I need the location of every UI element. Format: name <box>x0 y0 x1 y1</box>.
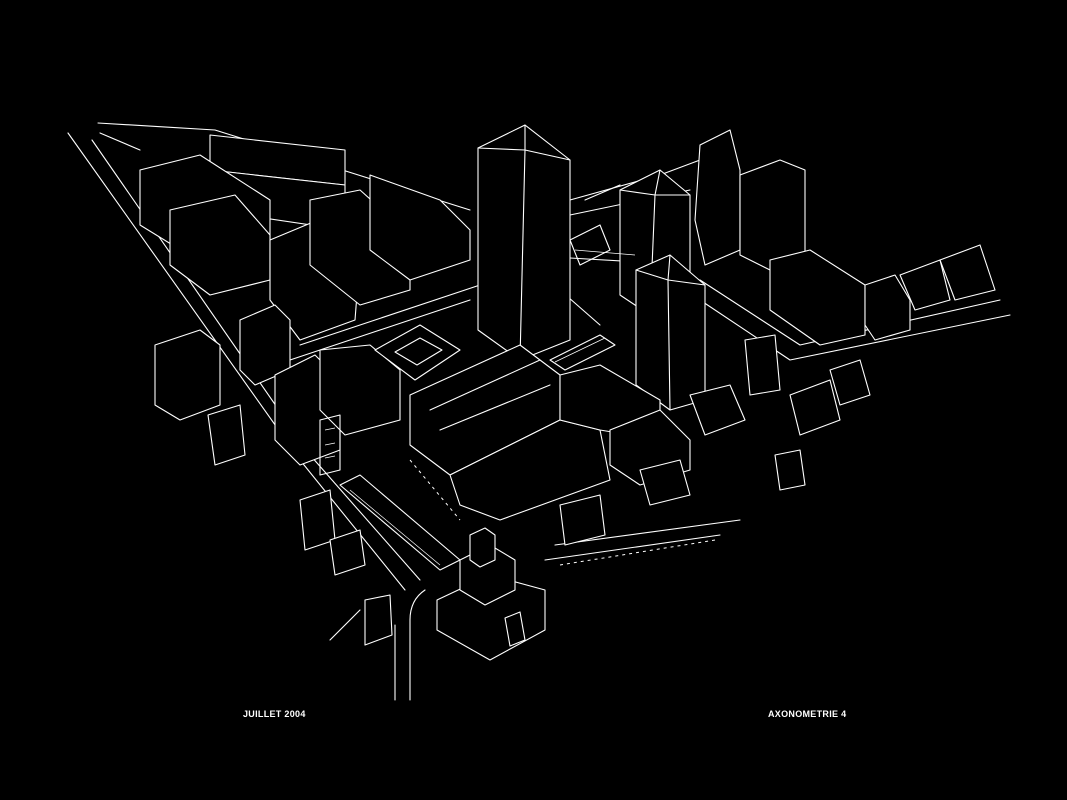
south-block <box>436 527 546 661</box>
bridge-structures <box>569 184 636 266</box>
courtyard-building <box>374 324 461 381</box>
platforms <box>319 334 616 571</box>
east-blocks <box>559 129 996 546</box>
west-blocks <box>139 134 471 646</box>
date-caption: JUILLET 2004 <box>243 709 306 719</box>
view-title-caption: AXONOMETRIE 4 <box>768 709 847 719</box>
